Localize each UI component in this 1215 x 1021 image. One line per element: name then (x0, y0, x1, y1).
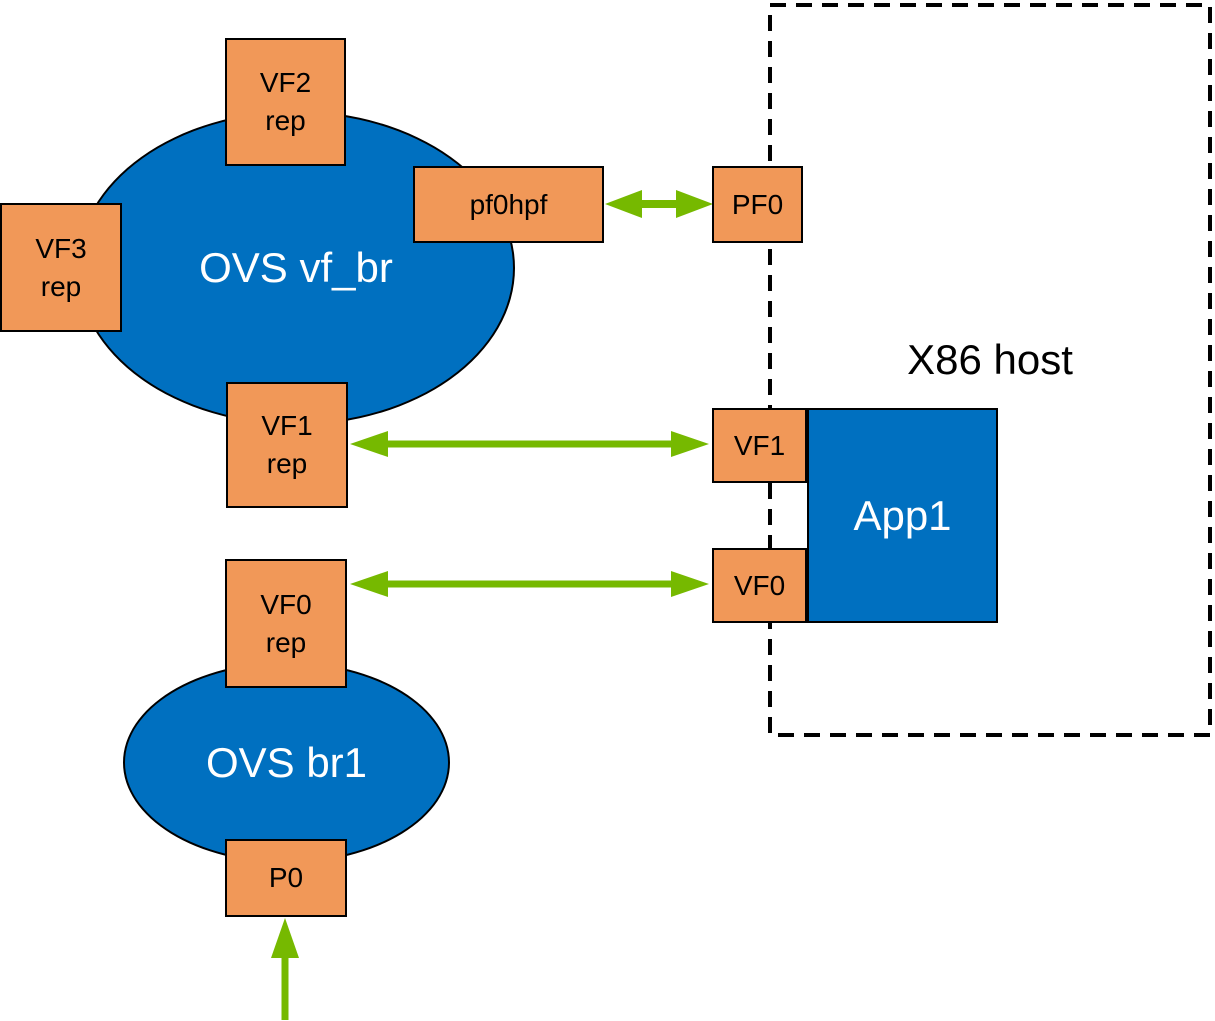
arrow-left-head-icon (350, 431, 388, 457)
port-vf0-rep: VF0 rep (225, 559, 347, 688)
arrow-uplink-p0 (271, 918, 299, 1020)
port-label: VF1 (733, 429, 786, 461)
port-label: VF0 (733, 569, 786, 601)
port-label: rep (266, 448, 308, 479)
arrow-right-head-icon (671, 571, 709, 597)
bridge-br1-label: OVS br1 (205, 738, 368, 786)
port-label: VF3 (35, 232, 87, 264)
arrow-vf1rep-vf1 (350, 431, 709, 457)
arrow-right-head-icon (676, 190, 713, 218)
x86-host-boundary (768, 3, 1212, 737)
port-label: rep (40, 270, 82, 302)
app1-label: App1 (853, 491, 952, 539)
port-vf1-host: VF1 (712, 408, 807, 483)
x86-host-label: X86 host (907, 336, 1073, 383)
arrow-left-head-icon (350, 571, 388, 597)
port-label: rep (265, 626, 307, 658)
port-pf0hpf: pf0hpf (413, 166, 604, 243)
port-label: PF0 (731, 188, 784, 220)
arrow-right-head-icon (671, 431, 709, 457)
arrow-vf0rep-vf0 (350, 571, 709, 597)
app1-box: App1 (807, 408, 998, 623)
port-vf1-rep: VF1 rep (226, 382, 348, 508)
port-label: P0 (268, 862, 304, 893)
port-label: VF1 (261, 410, 313, 441)
port-vf3-rep: VF3 rep (0, 203, 122, 332)
port-vf0-host: VF0 (712, 548, 807, 623)
arrow-left-head-icon (605, 190, 642, 218)
port-label: VF0 (260, 588, 312, 620)
port-vf2-rep: VF2 rep (225, 38, 346, 166)
port-label: VF2 (259, 67, 312, 98)
arrow-pf0hpf-pf0 (605, 190, 713, 218)
port-label: rep (265, 105, 306, 136)
port-pf0: PF0 (712, 166, 803, 243)
port-label: pf0hpf (469, 188, 548, 220)
bridge-vf-br-label: OVS vf_br (199, 244, 393, 291)
port-p0: P0 (225, 839, 347, 917)
arrow-up-head-icon (271, 918, 299, 958)
